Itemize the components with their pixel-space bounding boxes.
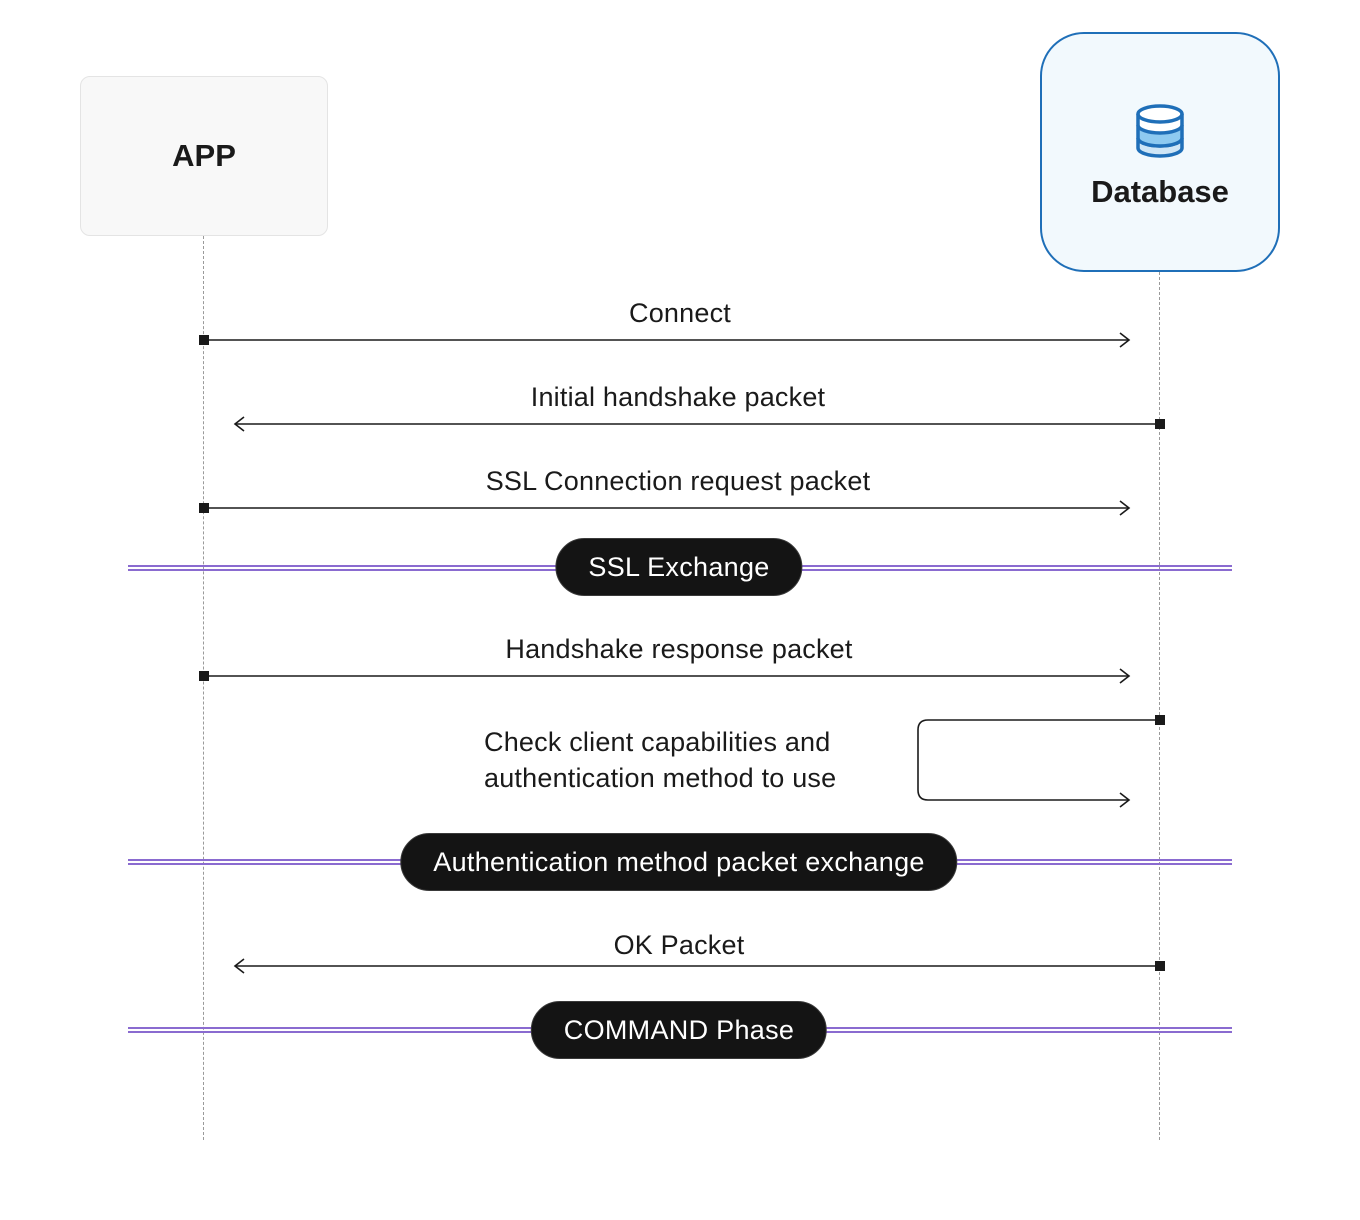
initial-handshake-arrow bbox=[233, 416, 1165, 432]
ok-packet-label: OK Packet bbox=[613, 930, 745, 960]
auth-exchange-pill: Authentication method packet exchange bbox=[400, 833, 958, 891]
database-participant[interactable]: Database bbox=[1040, 32, 1280, 272]
connect-arrow bbox=[199, 332, 1131, 348]
app-lifeline bbox=[203, 236, 204, 1140]
self-message-line-1: Check client capabilities and bbox=[484, 727, 831, 757]
handshake-response-label: Handshake response packet bbox=[505, 634, 853, 664]
database-icon bbox=[1135, 102, 1185, 162]
command-phase-pill: COMMAND Phase bbox=[530, 1001, 828, 1059]
self-message-note: Check client capabilities and authentica… bbox=[484, 724, 836, 796]
ok-packet-arrow bbox=[233, 958, 1165, 974]
app-participant[interactable]: APP bbox=[80, 76, 328, 236]
initial-handshake-label: Initial handshake packet bbox=[530, 382, 826, 412]
connect-label: Connect bbox=[629, 298, 731, 328]
handshake-response-arrow bbox=[199, 668, 1131, 684]
database-label: Database bbox=[1091, 174, 1229, 209]
ssl-exchange-pill: SSL Exchange bbox=[555, 538, 803, 596]
ssl-request-arrow bbox=[199, 500, 1131, 516]
app-label: APP bbox=[172, 138, 236, 173]
database-lifeline bbox=[1159, 272, 1160, 1140]
self-message-arrow bbox=[917, 715, 1165, 808]
self-message-line-2: authentication method to use bbox=[484, 763, 837, 793]
ssl-request-label: SSL Connection request packet bbox=[485, 466, 871, 496]
